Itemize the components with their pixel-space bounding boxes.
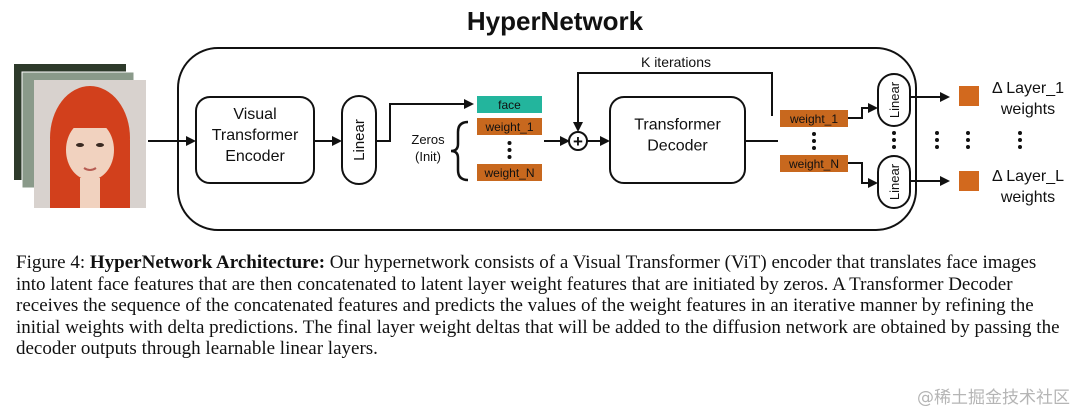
- face-portrait: [50, 86, 130, 208]
- output-weight-n-token: [780, 155, 848, 172]
- face-token: [477, 96, 542, 113]
- weight-1-token-label: weight_1: [484, 120, 533, 134]
- caption-body: Our hypernetwork consists of a Visual Tr…: [16, 252, 1060, 359]
- plus-symbol: +: [573, 132, 583, 151]
- delta-layer-1-square: [959, 86, 979, 106]
- output-ellipsis: [935, 131, 1022, 149]
- linear-head-ellipsis: [892, 131, 896, 149]
- iterations-label: K iterations: [641, 54, 711, 70]
- figure-title: HyperNetwork: [466, 6, 644, 36]
- figure-caption: Figure 4: HyperNetwork Architecture: Our…: [16, 252, 1066, 360]
- zeros-label: Zeros: [411, 132, 445, 147]
- delta-layer-1-line2: weights: [1000, 101, 1055, 118]
- weight-1-token: [477, 118, 542, 135]
- linear-head-1-label: Linear: [887, 81, 902, 118]
- delta-layer-l-square: [959, 171, 979, 191]
- linear-label: Linear: [351, 119, 368, 161]
- delta-layer-1-line1: Δ Layer_1: [992, 80, 1064, 97]
- watermark: @稀土掘金技术社区: [917, 388, 1070, 408]
- linear-head-1: [877, 73, 911, 127]
- weight-n-token: [477, 164, 542, 181]
- iteration-loop: [573, 72, 773, 132]
- output-weight-1-token: [780, 110, 848, 127]
- hypernetwork-container: [177, 47, 917, 231]
- face-image-stack: [14, 64, 146, 208]
- output-weight-1-label: weight_1: [789, 112, 838, 126]
- token-ellipsis: [507, 141, 512, 159]
- delta-layer-l-line1: Δ Layer_L: [992, 168, 1064, 185]
- linear-head-l-label: Linear: [887, 163, 902, 200]
- delta-layer-l-line2: weights: [1000, 189, 1055, 206]
- caption-figure-number: Figure 4:: [16, 252, 90, 273]
- zeros-brace: [450, 120, 469, 182]
- output-token-ellipsis: [812, 132, 816, 150]
- init-label: (Init): [415, 149, 441, 164]
- output-weight-n-label: weight_N: [788, 157, 839, 171]
- weight-n-token-label: weight_N: [483, 166, 534, 180]
- face-token-label: face: [498, 98, 521, 112]
- caption-title: HyperNetwork Architecture:: [89, 252, 326, 273]
